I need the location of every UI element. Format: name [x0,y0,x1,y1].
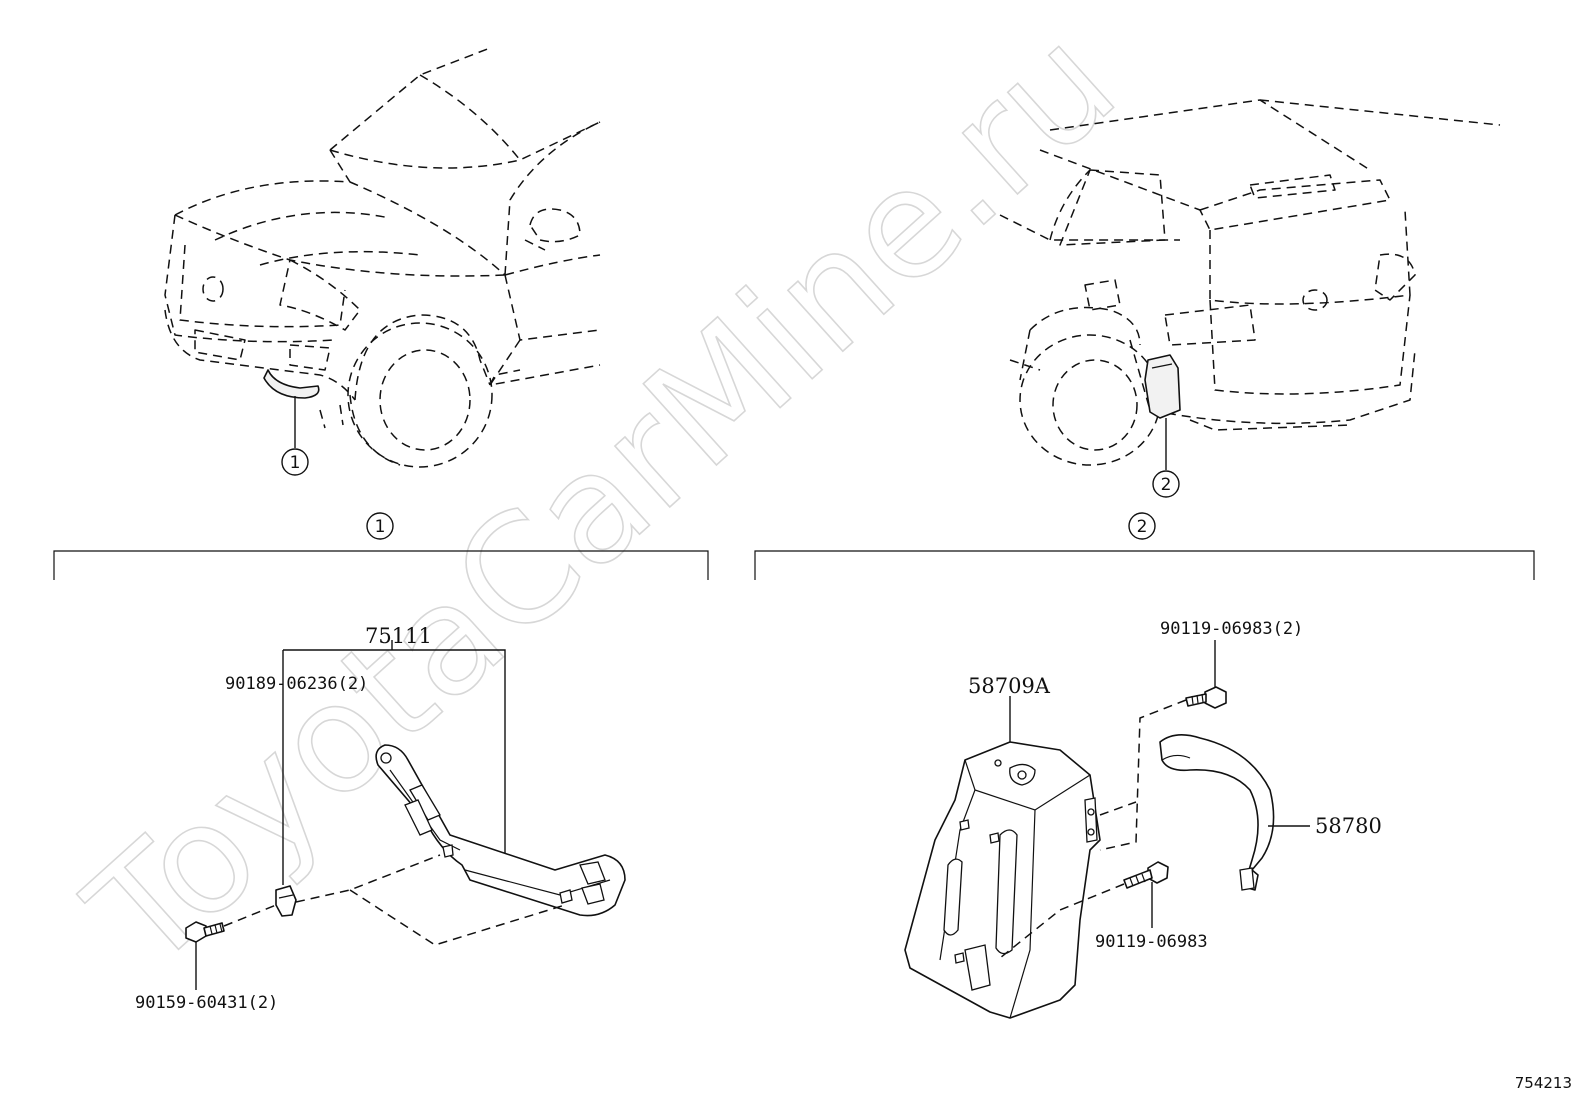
bolt-90159 [185,921,225,943]
diagram-id: 754213 [1515,1074,1572,1092]
front-view-callout: 1 [281,448,309,476]
label-90189-06236: 90189-06236(2) [225,674,368,694]
label-90159-60431: 90159-60431(2) [135,993,278,1013]
clip-90189 [275,885,297,917]
bolt-90119-upper [1185,640,1227,709]
part-labels: 75111 90189-06236(2) 90159-60431(2) 5870… [135,619,1382,1013]
section-1-parts [185,640,626,990]
label-75111: 75111 [365,624,432,648]
label-90119-06983-2: 90119-06983(2) [1160,619,1303,639]
front-view-callout-number: 1 [290,453,301,473]
front-vehicle-illustration [164,47,601,468]
section-2-callout-number: 2 [1137,517,1148,537]
section-1-callout-number: 1 [375,517,386,537]
mudflap-58780 [1159,734,1310,891]
label-58709A: 58709A [968,674,1051,698]
section-2-parts [904,640,1310,1019]
section-1-bracket: 1 [53,512,709,580]
bolt-90119-lower [1123,861,1169,928]
rear-vehicle-illustration [999,99,1501,470]
rear-view-callout: 2 [1152,470,1180,498]
mudguard-58709A [904,696,1101,1019]
section-2-bracket: 2 [754,512,1535,580]
bracket-75111 [375,744,626,917]
label-58780: 58780 [1315,814,1382,838]
rear-view-callout-number: 2 [1161,475,1172,495]
label-90119-06983: 90119-06983 [1095,932,1208,952]
